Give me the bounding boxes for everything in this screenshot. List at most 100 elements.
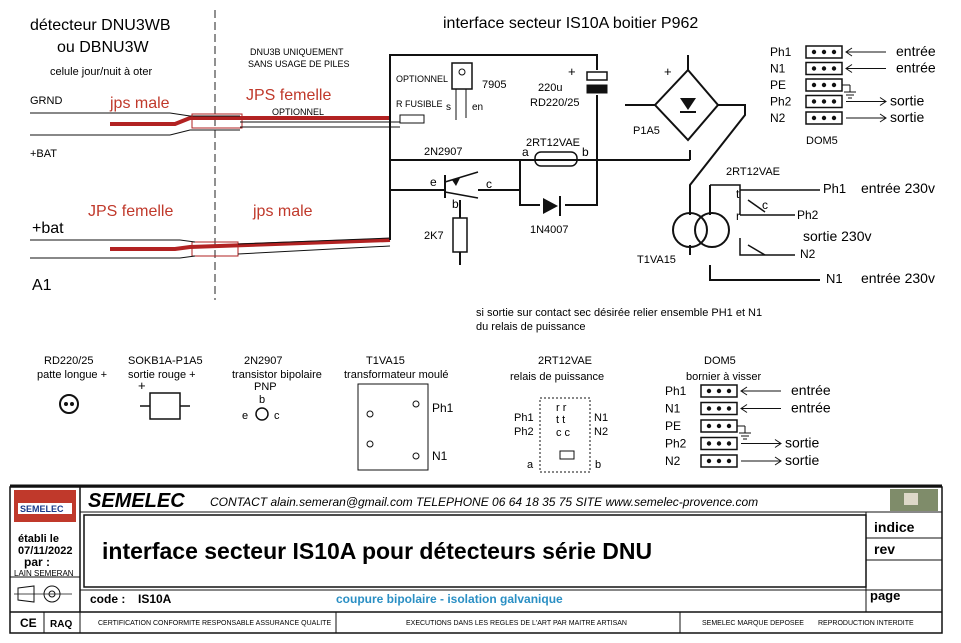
marque-text: SEMELEC MARQUE DEPOSEE — [702, 620, 804, 627]
out-n2: N2 — [800, 247, 816, 261]
bridge-label: P1A5 — [633, 125, 660, 137]
optionnel-cable: OPTIONNEL — [272, 107, 324, 117]
legend-tr-3: PNP — [254, 381, 277, 393]
screw-icon — [811, 49, 817, 55]
legend-rl-2: relais de puissance — [510, 371, 604, 383]
page-label: page — [870, 588, 900, 603]
terminal-slot — [805, 45, 843, 59]
terminal-function: entrée — [896, 43, 936, 59]
legend-tr-e: e — [242, 410, 248, 422]
jps-femelle-top: JPS femelle — [246, 87, 331, 104]
terminal-label: PE — [665, 419, 681, 433]
transistor-e: e — [430, 175, 437, 189]
legend-dom-2: bornier à visser — [686, 371, 762, 383]
low-cable — [30, 237, 391, 259]
cap-ref: RD220/25 — [530, 97, 580, 109]
out-sortie: sortie 230v — [803, 228, 871, 244]
out-in1: entrée 230v — [861, 180, 935, 196]
screw-icon — [811, 66, 817, 71]
code-label: code : — [90, 592, 125, 606]
legend-dom-1: DOM5 — [704, 355, 736, 367]
relay-coil — [534, 151, 578, 167]
cap-plus: + — [568, 64, 576, 79]
screw-icon — [831, 115, 837, 121]
terminal-label: N1 — [665, 402, 681, 416]
code-value: IS10A — [138, 592, 172, 606]
legend-rl-1: 2RT12VAE — [538, 355, 592, 367]
legend-tf-ph1: Ph1 — [432, 401, 454, 415]
screw-icon — [821, 49, 827, 55]
legend-tr-b: b — [259, 394, 265, 406]
screw-icon — [821, 66, 827, 71]
screw-icon — [716, 423, 722, 429]
regulator-hole — [458, 68, 466, 76]
transistor-arrow-icon — [452, 178, 460, 186]
screw-icon — [716, 388, 722, 394]
raq-mark: RAQ — [50, 619, 72, 630]
out-in2: entrée 230v — [861, 270, 935, 286]
reg-en-pin: en — [472, 102, 483, 113]
jps-male-top: jps male — [109, 95, 170, 112]
jps-male-low: jps male — [252, 203, 313, 220]
r-fusible-label: R FUSIBLE — [396, 99, 443, 109]
circuit-wiring — [389, 54, 820, 281]
terminal-function: entrée — [791, 382, 831, 398]
screw-icon — [811, 115, 817, 121]
screw-icon — [726, 458, 732, 464]
exec-text: EXECUTIONS DANS LES REGLES DE L'ART PAR … — [406, 620, 627, 627]
note-line-1: si sortie sur contact sec désirée relier… — [476, 307, 762, 319]
screw-icon — [821, 99, 827, 104]
terminal-function: sortie — [785, 452, 819, 468]
screw-icon — [821, 82, 827, 88]
cert-text: CERTIFICATION CONFORMITE RESPONSABLE ASS… — [98, 620, 331, 627]
screw-icon — [831, 82, 837, 88]
out-ph1: Ph1 — [823, 181, 846, 196]
screw-icon — [716, 441, 722, 446]
transistor-label: 2N2907 — [424, 146, 463, 158]
reg-label: 7905 — [482, 79, 506, 91]
legend-rl-rr: r r — [556, 402, 567, 414]
terminal-label: Ph2 — [770, 95, 792, 109]
detector-title: détecteur DNU3WB — [30, 17, 171, 34]
cap-value: 220u — [538, 82, 562, 94]
transformer-secondary — [694, 212, 730, 248]
dnu3b-note-1: DNU3B UNIQUEMENT — [250, 47, 344, 57]
terminal-slot — [700, 401, 738, 416]
screw-icon — [706, 406, 712, 411]
note-line-2: du relais de puissance — [476, 321, 585, 333]
legend-sok-1: SOKB1A-P1A5 — [128, 355, 203, 367]
legend-tr-2: transistor bipolaire — [232, 369, 322, 381]
legend-tf-2: transformateur moulé — [344, 369, 449, 381]
projection-symbol-icon — [14, 585, 72, 603]
detector-note: celule jour/nuit à oter — [50, 66, 152, 78]
transistor-b: b — [452, 197, 459, 211]
semelec-logo-text: SEMELEC — [20, 504, 64, 514]
resistor-label: 2K7 — [424, 230, 444, 242]
diode-label: 1N4007 — [530, 224, 569, 236]
etabli-label: établi le — [18, 533, 59, 545]
indice-label: indice — [874, 519, 915, 535]
diode-1n4007 — [543, 198, 558, 214]
legend-tr-1: 2N2907 — [244, 355, 283, 367]
bridge-plus: + — [664, 64, 672, 79]
dom5-top-name: DOM5 — [806, 135, 838, 147]
screw-icon — [726, 406, 732, 411]
terminal-slot — [805, 61, 843, 76]
relay-a: a — [522, 145, 529, 159]
contact-r: r — [736, 209, 740, 223]
bridge-rectifier — [653, 68, 720, 142]
transformer-footprint-icon — [357, 383, 429, 471]
contact-line: CONTACT alain.semeran@gmail.com TELEPHON… — [210, 495, 758, 509]
repro-text: REPRODUCTION INTERDITE — [818, 620, 914, 627]
terminal-slot — [700, 454, 738, 468]
legend-rl-tt: t t — [556, 414, 565, 426]
terminal-function: sortie — [890, 109, 924, 125]
terminal-slot — [805, 94, 843, 109]
company-name: SEMELEC — [88, 490, 185, 512]
legend-rl-n1: N1 — [594, 412, 608, 424]
rev-label: rev — [874, 541, 895, 557]
transformer-label: T1VA15 — [637, 254, 676, 266]
contact-t: t — [736, 187, 740, 201]
